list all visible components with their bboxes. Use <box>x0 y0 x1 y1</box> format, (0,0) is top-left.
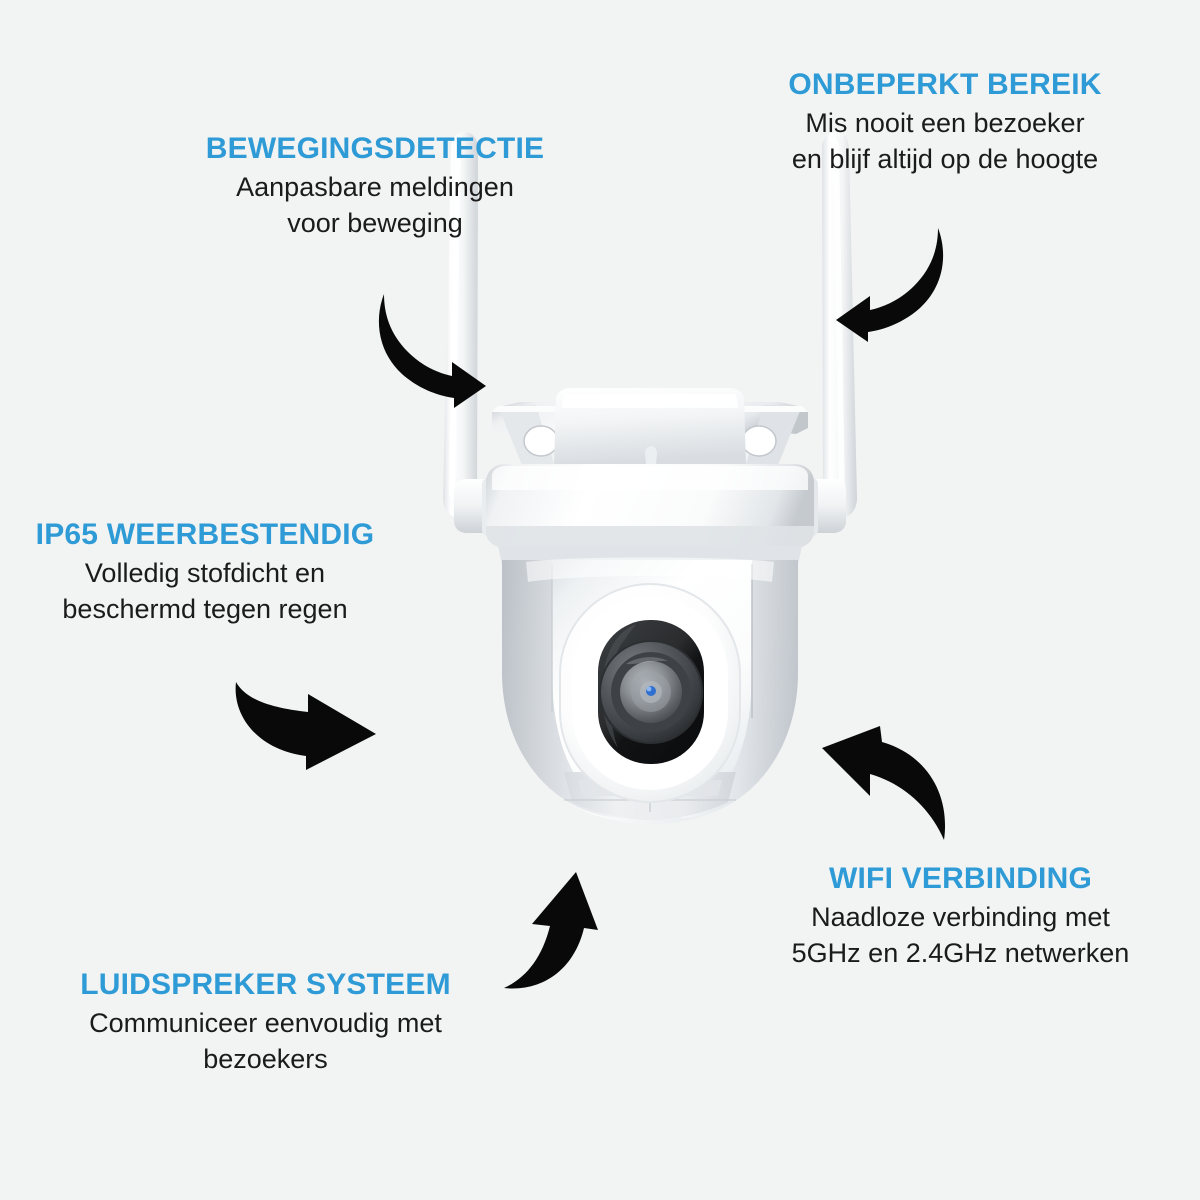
feature-callout-wifi-connection: WIFI VERBINDING Naadloze verbinding met … <box>728 862 1193 971</box>
lens-barrel <box>599 640 703 744</box>
feature-description-motion-detection: Aanpasbare meldingen voor beweging <box>150 170 600 242</box>
antenna-right <box>822 132 857 518</box>
dome-side-panel-left <box>502 560 626 818</box>
feature-title-unlimited-range: ONBEPERKT BEREIK <box>788 68 1102 101</box>
feature-description-line: en blijf altijd op de hoogte <box>791 143 1099 174</box>
feature-callout-motion-detection: BEWEGINGSDETECTIE Aanpasbare meldingen v… <box>150 132 600 241</box>
feature-title-motion-detection: BEWEGINGSDETECTIE <box>205 132 545 165</box>
feature-title-wifi-connection: WIFI VERBINDING <box>829 862 1092 895</box>
feature-description-ip65-weatherproof: Volledig stofdicht en beschermd tegen re… <box>0 556 410 628</box>
feature-description-line: Communiceer eenvoudig met <box>89 1007 442 1038</box>
feature-description-line: beschermd tegen regen <box>62 593 348 624</box>
bracket-screw-hole-right <box>742 426 776 456</box>
feature-description-line: Volledig stofdicht en <box>84 557 326 588</box>
feature-description-line: Mis nooit een bezoeker <box>805 107 1085 138</box>
feature-description-unlimited-range: Mis nooit een bezoeker en blijf altijd o… <box>720 106 1170 178</box>
top-plate <box>554 388 746 464</box>
feature-description-speaker-system: Communiceer eenvoudig met bezoekers <box>8 1006 523 1078</box>
feature-description-line: bezoekers <box>203 1043 328 1074</box>
bracket-screw-hole-left <box>524 426 558 456</box>
feature-description-wifi-connection: Naadloze verbinding met 5GHz en 2.4GHz n… <box>728 900 1193 972</box>
feature-description-line: Aanpasbare meldingen <box>236 171 514 202</box>
feature-description-line: voor beweging <box>287 207 463 238</box>
feature-callout-speaker-system: LUIDSPREKER SYSTEEM Communiceer eenvoudi… <box>8 968 523 1077</box>
feature-description-line: Naadloze verbinding met <box>811 901 1110 932</box>
arrow-icon-ip65-weatherproof <box>228 676 384 780</box>
dome-side-panel-right <box>680 560 798 818</box>
feature-callout-ip65-weatherproof: IP65 WEERBESTENDIG Volledig stofdicht en… <box>0 518 410 627</box>
feature-description-line: 5GHz en 2.4GHz netwerken <box>791 937 1130 968</box>
camera-collar <box>486 464 814 548</box>
feature-title-ip65-weatherproof: IP65 WEERBESTENDIG <box>35 518 375 551</box>
security-camera-product-image <box>440 112 860 842</box>
feature-title-speaker-system: LUIDSPREKER SYSTEEM <box>80 968 451 1001</box>
feature-callout-unlimited-range: ONBEPERKT BEREIK Mis nooit een bezoeker … <box>720 68 1170 177</box>
